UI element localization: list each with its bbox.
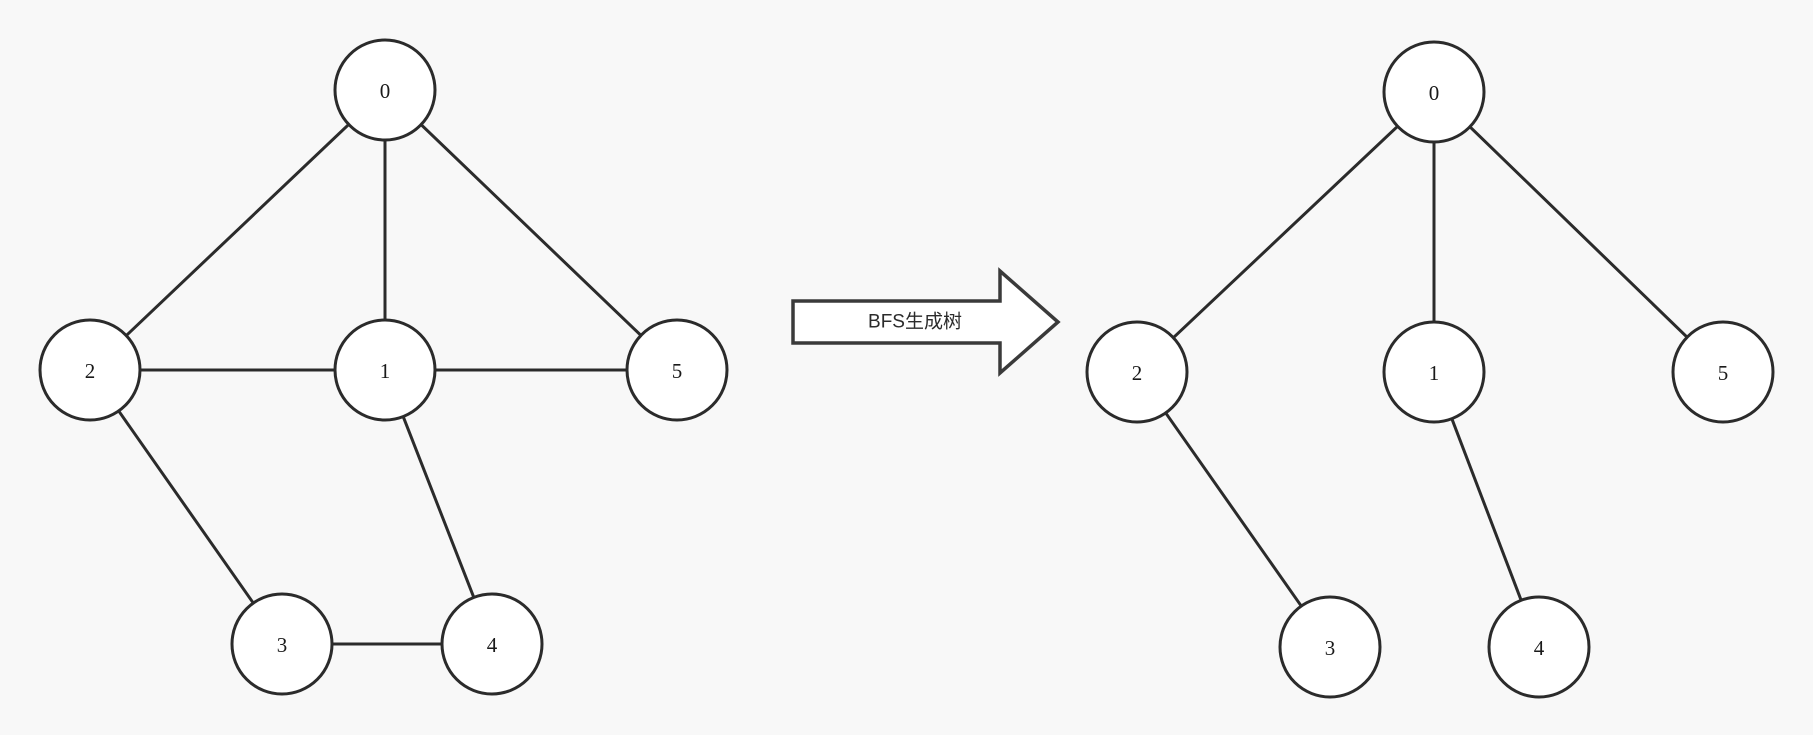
original-undirected-graph-edges bbox=[117, 123, 642, 646]
node-label-3: 3 bbox=[277, 633, 288, 657]
node-circle-0[interactable] bbox=[333, 38, 437, 142]
node-1[interactable]: 1 bbox=[1382, 320, 1486, 424]
node-label-1: 1 bbox=[1429, 361, 1440, 385]
node-circle-4[interactable] bbox=[1487, 595, 1591, 699]
edge-0-2 bbox=[1172, 125, 1399, 339]
node-3[interactable]: 3 bbox=[1278, 595, 1382, 699]
node-circle-2[interactable] bbox=[1085, 320, 1189, 424]
node-circle-3[interactable] bbox=[230, 592, 334, 696]
node-1[interactable]: 1 bbox=[333, 318, 437, 422]
node-label-5: 5 bbox=[1718, 361, 1729, 385]
node-label-2: 2 bbox=[1132, 361, 1143, 385]
node-2[interactable]: 2 bbox=[38, 318, 142, 422]
node-label-0: 0 bbox=[1429, 81, 1440, 105]
edges-layer bbox=[117, 123, 1689, 646]
node-label-0: 0 bbox=[380, 79, 391, 103]
node-5[interactable]: 5 bbox=[1671, 320, 1775, 424]
edge-2-3 bbox=[117, 410, 255, 604]
node-circle-2[interactable] bbox=[38, 318, 142, 422]
node-label-4: 4 bbox=[487, 633, 498, 657]
node-3[interactable]: 3 bbox=[230, 592, 334, 696]
edge-1-4 bbox=[1450, 418, 1523, 601]
node-circle-0[interactable] bbox=[1382, 40, 1486, 144]
original-undirected-graph-nodes: 0 1 2 3 4 5 bbox=[38, 38, 729, 696]
bfs-arrow-label: BFS生成树 bbox=[868, 311, 962, 333]
bfs-spanning-tree-nodes: 0 1 2 3 4 5 bbox=[1085, 40, 1775, 699]
edge-0-5 bbox=[420, 123, 642, 337]
nodes-layer: 0 1 2 3 4 5 0 1 2 3 4 5 bbox=[38, 38, 1775, 699]
node-4[interactable]: 4 bbox=[1487, 595, 1591, 699]
node-circle-3[interactable] bbox=[1278, 595, 1382, 699]
node-circle-1[interactable] bbox=[333, 318, 437, 422]
node-0[interactable]: 0 bbox=[333, 38, 437, 142]
edge-1-4 bbox=[401, 416, 476, 598]
node-circle-1[interactable] bbox=[1382, 320, 1486, 424]
node-4[interactable]: 4 bbox=[440, 592, 544, 696]
node-circle-5[interactable] bbox=[1671, 320, 1775, 424]
node-2[interactable]: 2 bbox=[1085, 320, 1189, 424]
node-label-2: 2 bbox=[85, 359, 96, 383]
node-5[interactable]: 5 bbox=[625, 318, 729, 422]
bfs-arrow-icon bbox=[791, 267, 1061, 377]
bfs-spanning-tree-edges bbox=[1164, 125, 1689, 607]
node-circle-5[interactable] bbox=[625, 318, 729, 422]
edge-0-5 bbox=[1468, 125, 1689, 339]
node-label-1: 1 bbox=[380, 359, 391, 383]
edge-2-3 bbox=[1164, 412, 1303, 607]
node-circle-4[interactable] bbox=[440, 592, 544, 696]
node-label-5: 5 bbox=[672, 359, 683, 383]
node-label-3: 3 bbox=[1325, 636, 1336, 660]
node-label-4: 4 bbox=[1534, 636, 1545, 660]
edge-0-2 bbox=[125, 123, 350, 337]
transform-arrow: BFS生成树 bbox=[791, 267, 1061, 377]
node-0[interactable]: 0 bbox=[1382, 40, 1486, 144]
